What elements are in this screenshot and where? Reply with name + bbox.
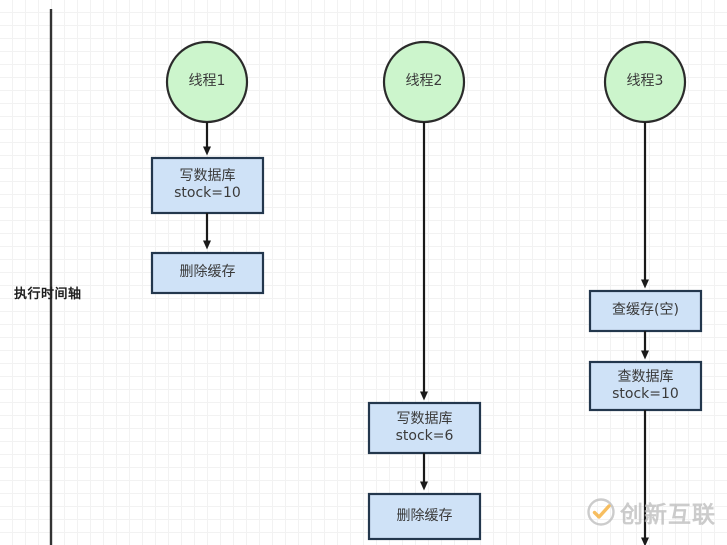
thread-3-step-1-box[interactable] (588, 289, 703, 333)
thread-1-node-circle[interactable] (165, 40, 249, 124)
thread-2-node-circle[interactable] (382, 40, 466, 124)
thread-1-step-1-box[interactable] (150, 156, 265, 215)
thread-2-step-1-box[interactable] (367, 401, 482, 455)
thread-2-step-2-box[interactable] (367, 492, 482, 541)
thread-1-step-2-box[interactable] (150, 251, 265, 295)
thread-3-node-circle[interactable] (603, 40, 687, 124)
thread-3-step-2-box[interactable] (588, 360, 703, 412)
timeline-axis-label: 执行时间轴 (14, 287, 82, 302)
